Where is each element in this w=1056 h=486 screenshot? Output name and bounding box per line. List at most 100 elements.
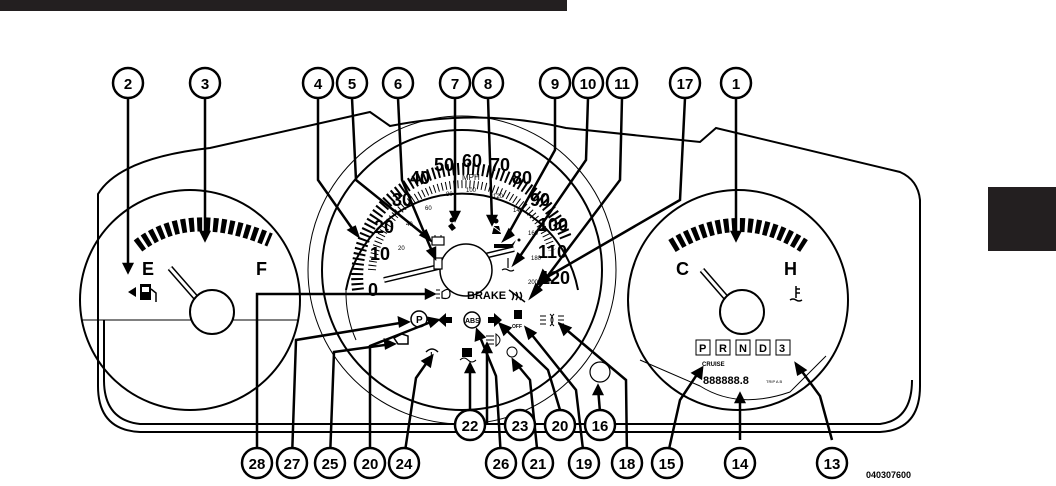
kmh-120: 120 bbox=[493, 194, 504, 200]
bulb-icon bbox=[506, 346, 518, 358]
speedometer-hub bbox=[439, 243, 493, 297]
warning-light-strip: BRAKE P ABS OFF ! bbox=[392, 288, 611, 383]
traction-control-off-icon: OFF bbox=[512, 310, 522, 330]
svg-text:19: 19 bbox=[576, 456, 593, 473]
kmh-40: 40 bbox=[406, 222, 413, 228]
callout-21: 21 bbox=[521, 446, 555, 480]
section-tab bbox=[988, 187, 1056, 251]
callout-20-right: 20 bbox=[543, 408, 577, 442]
speedometer: 0 10 20 30 40 50 60 MPH 70 80 90 100 110… bbox=[307, 115, 617, 425]
headlamp-icon bbox=[436, 288, 451, 300]
callout-26: 26 bbox=[484, 446, 518, 480]
callout-10: 10 bbox=[571, 66, 605, 100]
callout-13: 13 bbox=[815, 446, 849, 480]
callout-25: 25 bbox=[313, 446, 347, 480]
cruise-label: CRUISE bbox=[702, 362, 725, 368]
svg-text:15: 15 bbox=[659, 456, 676, 473]
gear-p: P bbox=[699, 343, 706, 355]
svg-text:24: 24 bbox=[396, 456, 413, 473]
callout-14: 14 bbox=[723, 446, 757, 480]
svg-text:13: 13 bbox=[824, 456, 841, 473]
callout-20-left: 20 bbox=[353, 446, 387, 480]
speed-0: 0 bbox=[368, 280, 378, 300]
svg-text:P: P bbox=[416, 315, 423, 326]
odometer-display: 888888.8 bbox=[703, 375, 749, 387]
svg-text:6: 6 bbox=[394, 76, 402, 93]
callout-23: 23 bbox=[503, 408, 537, 442]
svg-text:23: 23 bbox=[512, 418, 529, 435]
kmh-20: 20 bbox=[398, 246, 405, 252]
callout-27: 27 bbox=[275, 446, 309, 480]
speed-80: 80 bbox=[512, 168, 532, 188]
callout-9: 9 bbox=[538, 66, 572, 100]
figure-id: 040307600 bbox=[866, 470, 912, 480]
svg-text:1: 1 bbox=[732, 76, 740, 93]
coolant-temp-icon bbox=[789, 286, 803, 302]
callout-28: 28 bbox=[240, 446, 274, 480]
cluster-housing bbox=[97, 110, 921, 433]
svg-text:26: 26 bbox=[493, 456, 510, 473]
brake-warning-label: BRAKE bbox=[467, 290, 506, 302]
trip-label: TRIP A B bbox=[766, 379, 782, 384]
speed-50: 50 bbox=[434, 155, 454, 175]
svg-text:10: 10 bbox=[580, 76, 597, 93]
abs-warning-icon: ABS bbox=[463, 311, 481, 329]
rear-defrost-icon bbox=[508, 289, 526, 303]
svg-text:27: 27 bbox=[284, 456, 301, 473]
abs-label: ABS bbox=[465, 318, 480, 325]
gear-indicator: P R N D 3 bbox=[695, 339, 791, 356]
speed-60: 60 bbox=[462, 151, 482, 171]
kmh-80: 80 bbox=[446, 192, 453, 198]
callout-15: 15 bbox=[650, 446, 684, 480]
svg-text:3: 3 bbox=[201, 76, 209, 93]
cluster-reset-button[interactable] bbox=[589, 361, 611, 383]
kmh-scale: 20 40 60 80 100 120 140 160 180 200 bbox=[398, 188, 542, 286]
svg-text:4: 4 bbox=[314, 76, 323, 93]
svg-text:22: 22 bbox=[462, 418, 479, 435]
fuel-low-icon bbox=[433, 257, 443, 270]
svg-text:9: 9 bbox=[551, 76, 559, 93]
callout-22: 22 bbox=[453, 408, 487, 442]
speed-unit: MPH bbox=[462, 173, 480, 182]
callout-5: 5 bbox=[335, 66, 369, 100]
speed-40: 40 bbox=[410, 168, 430, 188]
gear-n: N bbox=[739, 343, 747, 355]
callout-8: 8 bbox=[471, 66, 505, 100]
callout-19: 19 bbox=[567, 446, 601, 480]
oil-pressure-icon bbox=[494, 238, 521, 248]
kmh-100: 100 bbox=[466, 188, 477, 194]
svg-text:18: 18 bbox=[619, 456, 636, 473]
speed-110: 110 bbox=[538, 242, 567, 262]
callout-2: 2 bbox=[111, 66, 145, 100]
temperature-gauge: C H P R N D 3 CRUISE 888888.8 TRIP A B bbox=[627, 189, 849, 411]
gear-d: D bbox=[759, 343, 767, 355]
svg-text:28: 28 bbox=[249, 456, 266, 473]
fuel-pump-icon bbox=[128, 284, 157, 302]
temp-hot-label: H bbox=[784, 259, 797, 279]
callout-4: 4 bbox=[301, 66, 335, 100]
gear-r: R bbox=[719, 343, 727, 355]
callout-16: 16 bbox=[583, 408, 617, 442]
callout-6: 6 bbox=[381, 66, 415, 100]
callout-3: 3 bbox=[188, 66, 222, 100]
callout-24: 24 bbox=[387, 446, 421, 480]
fuel-empty-label: E bbox=[142, 259, 154, 279]
kmh-140: 140 bbox=[513, 208, 524, 214]
callout-11: 11 bbox=[605, 66, 639, 100]
svg-text:2: 2 bbox=[124, 76, 132, 93]
temp-cold-label: C bbox=[676, 259, 689, 279]
fuel-full-label: F bbox=[256, 259, 267, 279]
svg-text:21: 21 bbox=[530, 456, 547, 473]
svg-text:20: 20 bbox=[552, 418, 569, 435]
callouts-top: 2 3 4 5 6 7 8 9 10 11 17 1 bbox=[111, 66, 753, 100]
speed-10: 10 bbox=[370, 244, 390, 264]
speed-30: 30 bbox=[392, 190, 412, 210]
transmission-temp-icon bbox=[501, 258, 515, 272]
left-turn-signal-icon bbox=[438, 313, 452, 327]
tc-off-label: OFF bbox=[512, 324, 522, 330]
svg-text:25: 25 bbox=[322, 456, 339, 473]
svg-text:16: 16 bbox=[592, 418, 609, 435]
svg-text:7: 7 bbox=[451, 76, 459, 93]
svg-text:5: 5 bbox=[348, 76, 356, 93]
